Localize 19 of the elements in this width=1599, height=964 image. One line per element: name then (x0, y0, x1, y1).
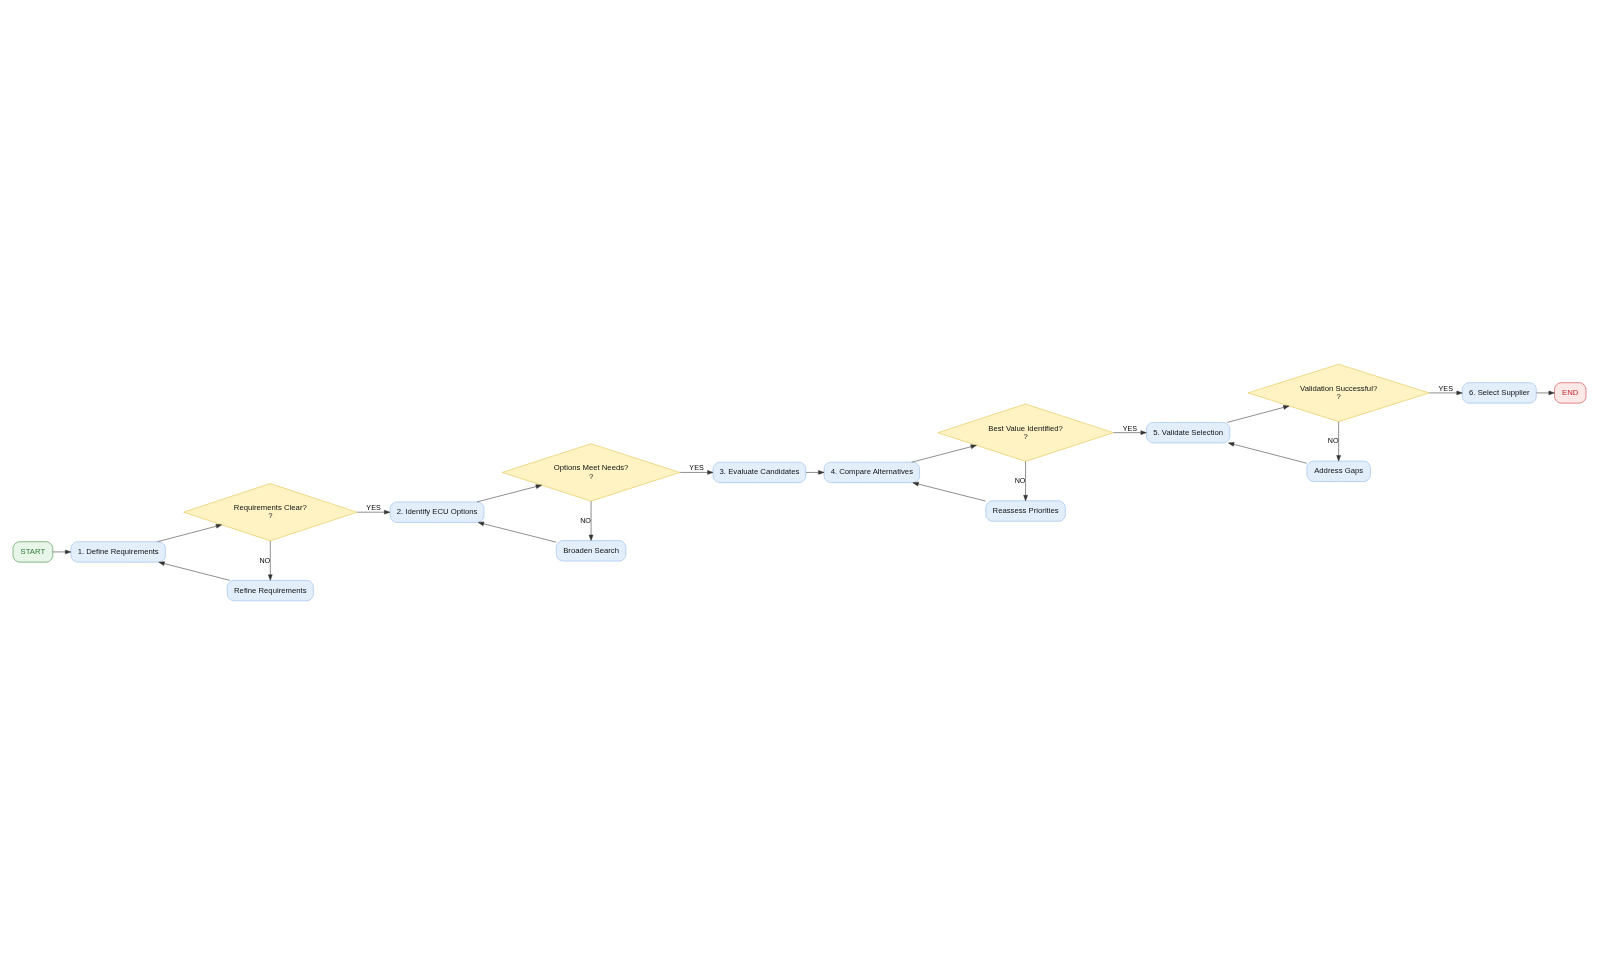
arrow (911, 444, 977, 462)
arrow (356, 509, 391, 514)
arrow (477, 521, 557, 542)
arrow (805, 469, 825, 475)
arrow (157, 523, 222, 542)
arrow (1336, 420, 1341, 461)
arrow (158, 560, 231, 581)
arrow (476, 483, 542, 502)
arrow (52, 549, 72, 554)
arrow (1113, 429, 1147, 435)
arrow (1428, 390, 1463, 395)
arrow (679, 469, 714, 475)
arrow (1226, 404, 1290, 423)
arrow (912, 481, 986, 501)
arrow (1536, 390, 1555, 395)
arrow (1228, 441, 1308, 463)
arrow (588, 500, 594, 541)
arrow (268, 540, 273, 581)
arrow (1023, 460, 1028, 501)
